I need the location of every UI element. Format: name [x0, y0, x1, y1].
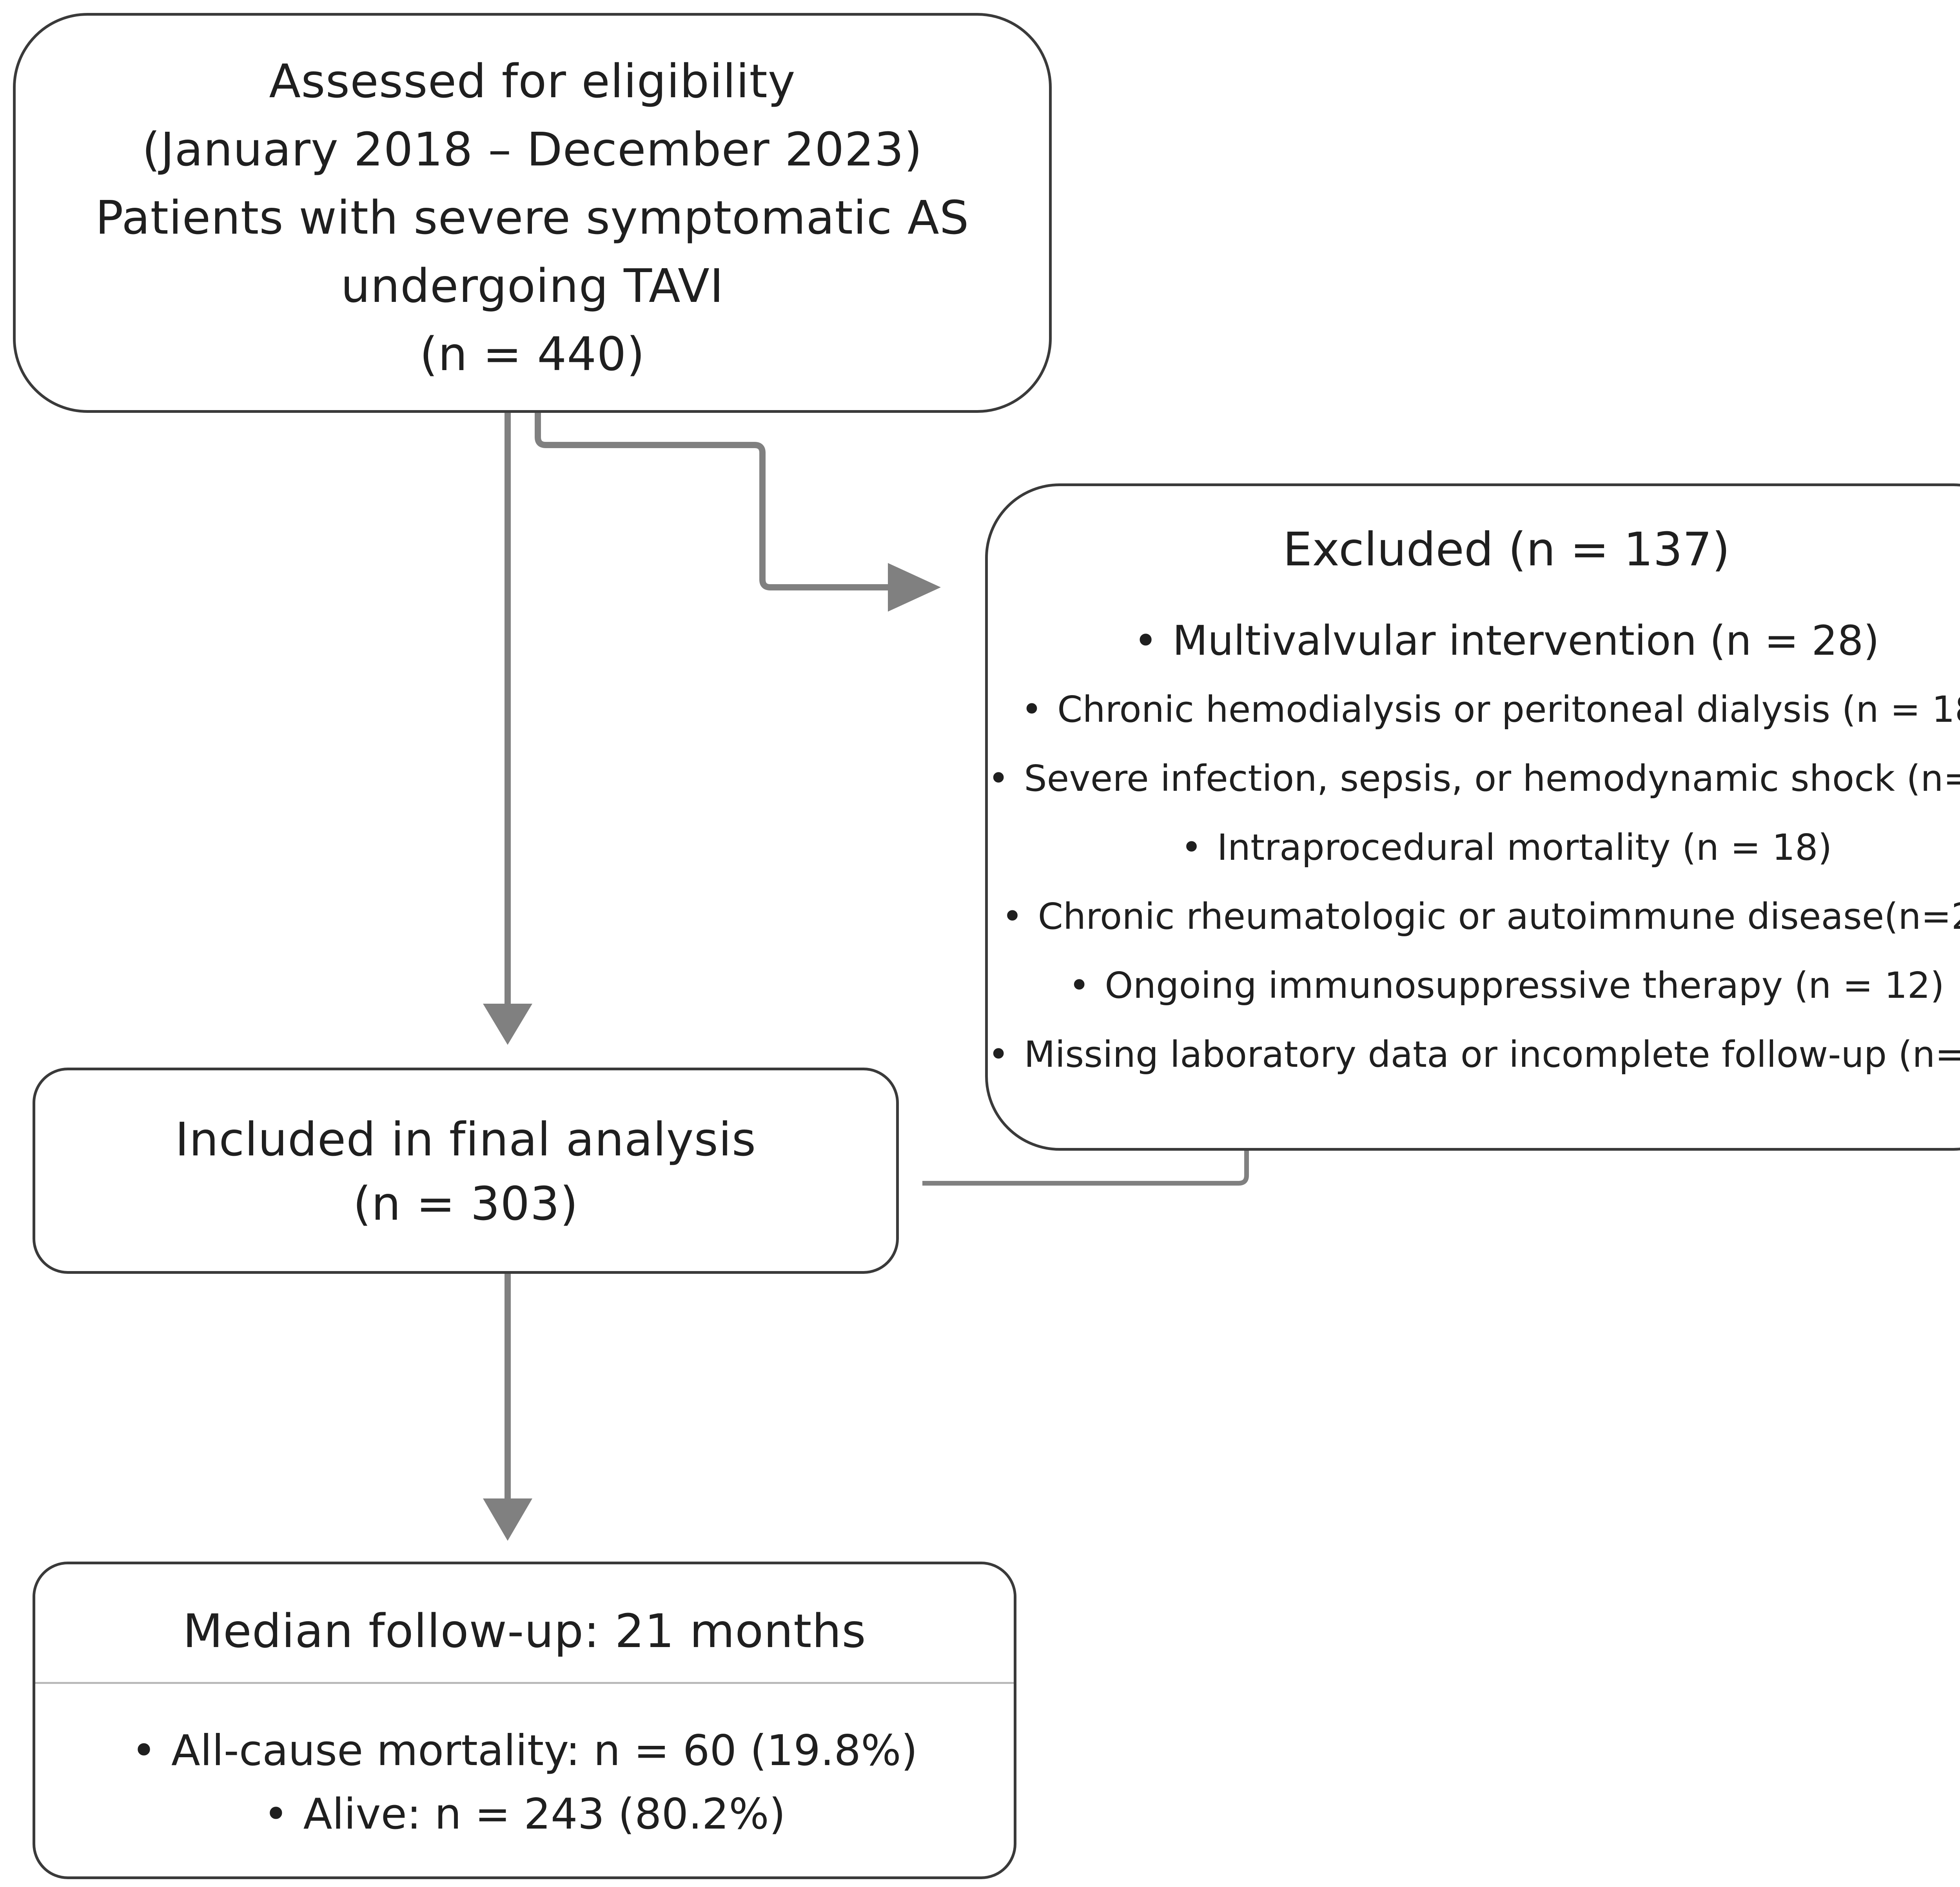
- included-count: (n = 303): [353, 1177, 579, 1231]
- bullet-marker: •: [1068, 964, 1090, 1006]
- excluded-box: Excluded (n = 137) • Multivalvular interv…: [985, 483, 1960, 1151]
- excluded-item-label: Intraprocedural mortality (n = 18): [1217, 826, 1832, 868]
- outcome-item: • All-cause mortality: n = 60 (19.8%): [35, 1719, 1014, 1783]
- follow-up-box: Median follow-up: 21 months • All-cause m…: [33, 1562, 1016, 1879]
- excluded-item: • Chronic hemodialysis or peritoneal dial…: [988, 675, 1960, 744]
- bullet-marker: •: [263, 1790, 289, 1839]
- connector-excluded-to-included: [922, 1151, 1249, 1186]
- excluded-item: • Missing laboratory data or incomplete f…: [988, 1020, 1960, 1089]
- assessed-count: (n = 440): [419, 327, 645, 381]
- excluded-item-label: Ongoing immunosuppressive therapy (n = 1…: [1105, 964, 1945, 1006]
- excluded-item-label: Missing laboratory data or incomplete fo…: [1024, 1033, 1960, 1075]
- assessed-population-line-2: undergoing TAVI: [341, 259, 724, 313]
- excluded-title: Excluded (n = 137): [1283, 522, 1730, 576]
- outcome-label-mortality: All-cause mortality: n = 60 (19.8%): [171, 1726, 918, 1775]
- excluded-item-label: Severe infection, sepsis, or hemodynamic…: [1024, 757, 1960, 799]
- assessed-for-eligibility-box: Assessed for eligibility (January 2018 –…: [13, 13, 1052, 413]
- excluded-item-label: Chronic hemodialysis or peritoneal dialy…: [1057, 688, 1960, 730]
- bullet-marker: •: [1133, 617, 1158, 665]
- included-title: Included in final analysis: [175, 1112, 757, 1166]
- assessed-population-line-1: Patients with severe symptomatic AS: [95, 191, 969, 245]
- excluded-item: • Multivalvular intervention (n = 28): [988, 606, 1960, 675]
- bullet-marker: •: [988, 757, 1009, 799]
- excluded-item: • Severe infection, sepsis, or hemodynami…: [988, 744, 1960, 813]
- excluded-item-label: Chronic rheumatologic or autoimmune dise…: [1038, 895, 1960, 937]
- excluded-item: • Intraprocedural mortality (n = 18): [988, 813, 1960, 882]
- outcome-item: • Alive: n = 243 (80.2%): [35, 1783, 1014, 1846]
- arrowhead-to-included: [483, 1004, 532, 1045]
- excluded-item-label: Multivalvular intervention (n = 28): [1172, 617, 1880, 665]
- assessed-period: (January 2018 – December 2023): [142, 122, 923, 176]
- connector-assessed-to-excluded: [535, 413, 892, 590]
- bullet-marker: •: [1002, 895, 1023, 937]
- outcome-label-alive: Alive: n = 243 (80.2%): [303, 1790, 786, 1839]
- follow-up-title: Median follow-up: 21 months: [35, 1564, 1014, 1684]
- bullet-marker: •: [988, 1033, 1009, 1075]
- excluded-item: • Chronic rheumatologic or autoimmune dis…: [988, 882, 1960, 951]
- included-in-analysis-box: Included in final analysis (n = 303): [33, 1068, 899, 1274]
- excluded-item: • Ongoing immunosuppressive therapy (n = …: [988, 951, 1960, 1020]
- bullet-marker: •: [1181, 826, 1202, 868]
- follow-up-outcomes: • All-cause mortality: n = 60 (19.8%) • Al…: [35, 1684, 1014, 1846]
- arrowhead-to-followup: [483, 1498, 532, 1541]
- assessed-title: Assessed for eligibility: [269, 54, 796, 108]
- bullet-marker: •: [1021, 688, 1043, 730]
- arrowhead-to-excluded: [888, 563, 941, 612]
- bullet-marker: •: [131, 1726, 156, 1775]
